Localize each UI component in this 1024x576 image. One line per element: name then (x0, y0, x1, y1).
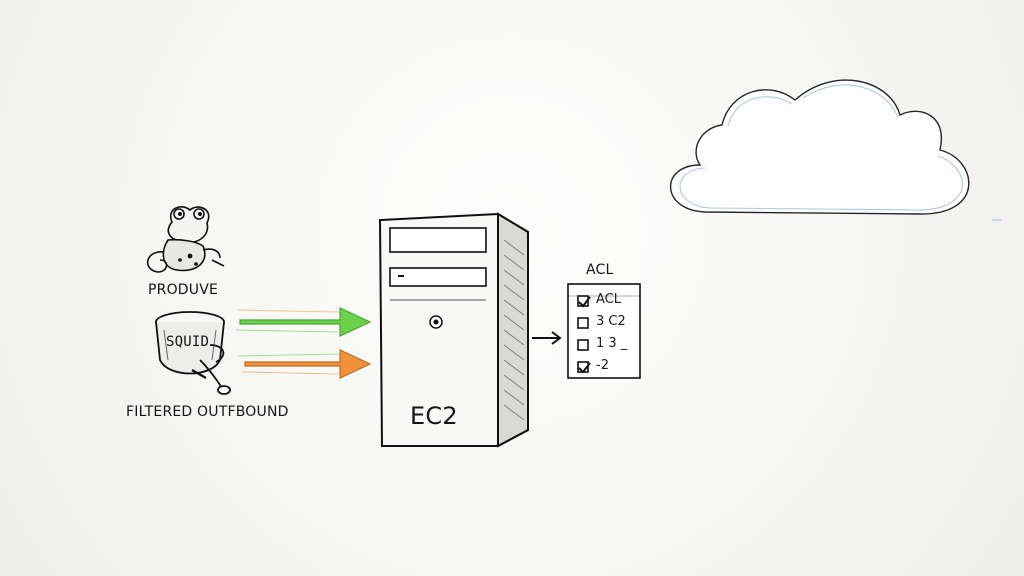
server-tower-icon (378, 212, 529, 448)
squid-label: SQUID (166, 334, 210, 350)
acl-connector-arrow (532, 331, 562, 345)
produve-caption: PRODUVE (148, 282, 219, 298)
cloud-icon (669, 79, 1002, 221)
frog-mascot-icon (147, 206, 225, 273)
acl-item-3: 1 3 _ (596, 336, 628, 351)
acl-checklist-box (567, 283, 641, 379)
bucket-icon (155, 311, 231, 395)
green-arrow (235, 307, 372, 337)
acl-item-1: ACL (596, 292, 621, 307)
orange-arrow (237, 349, 372, 379)
traffic-arrows (235, 307, 372, 379)
acl-item-4: -2 (596, 358, 609, 373)
filtered-outbound-caption: FILTERED OUTFBOUND (126, 404, 289, 420)
acl-item-2: 3 C2 (596, 314, 626, 329)
ec2-label: EC2 (410, 402, 458, 430)
acl-title: ACL (586, 262, 614, 278)
